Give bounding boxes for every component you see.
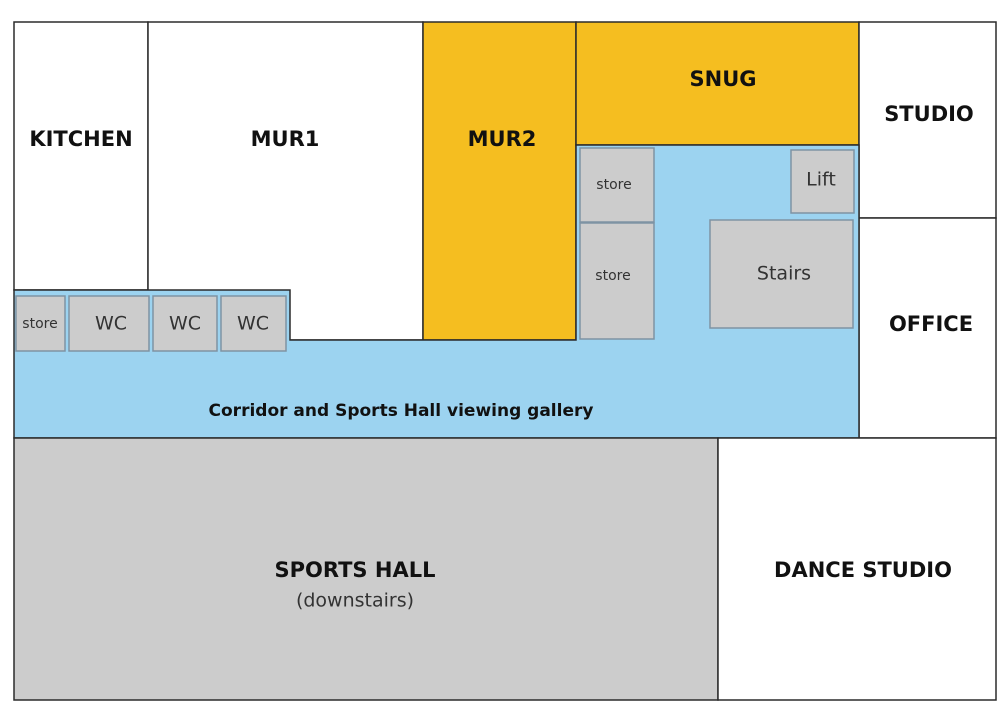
- label-sports-hall: SPORTS HALL: [275, 558, 436, 582]
- facility-wc-2[interactable]: [152, 295, 218, 352]
- facility-wc-1[interactable]: [68, 295, 150, 352]
- facility-wc-3[interactable]: [220, 295, 287, 352]
- facility-stairs[interactable]: [709, 219, 854, 329]
- label-office: OFFICE: [889, 312, 973, 336]
- label-store-1: store: [22, 316, 57, 332]
- label-snug: SNUG: [690, 67, 757, 91]
- facility-store-1[interactable]: [15, 295, 66, 352]
- room-kitchen[interactable]: [13, 21, 149, 291]
- label-mur2: MUR2: [468, 127, 537, 151]
- label-store-3: store: [595, 268, 630, 284]
- room-mur1[interactable]: [147, 21, 424, 341]
- facility-store-2[interactable]: [579, 147, 655, 223]
- label-dance-studio: DANCE STUDIO: [774, 558, 952, 582]
- facility-store-3[interactable]: [579, 222, 655, 340]
- label-stairs: Stairs: [757, 263, 811, 285]
- label-mur1: MUR1: [251, 127, 320, 151]
- label-kitchen: KITCHEN: [29, 127, 132, 151]
- label-sports-hall-note: (downstairs): [296, 590, 414, 612]
- label-studio: STUDIO: [884, 102, 974, 126]
- room-snug[interactable]: [575, 21, 860, 146]
- room-mur2[interactable]: [422, 21, 577, 341]
- label-wc-2: WC: [169, 313, 201, 335]
- label-corridor: Corridor and Sports Hall viewing gallery: [209, 401, 594, 421]
- label-store-2: store: [596, 177, 631, 193]
- label-wc-3: WC: [237, 313, 269, 335]
- room-studio[interactable]: [858, 21, 997, 219]
- facility-lift[interactable]: [790, 149, 855, 214]
- room-dance-studio[interactable]: [717, 437, 997, 701]
- label-wc-1: WC: [95, 313, 127, 335]
- room-office[interactable]: [858, 217, 997, 439]
- label-lift: Lift: [806, 169, 836, 191]
